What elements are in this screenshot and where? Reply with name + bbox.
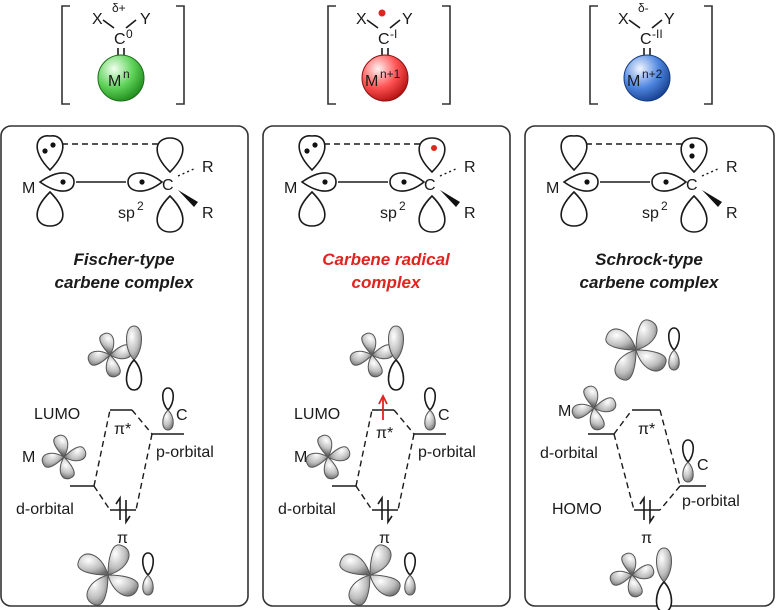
carbon-label: C (162, 177, 174, 194)
panel-radical (262, 125, 511, 607)
metal-sphere-red (361, 54, 409, 102)
metal-m-label: M (294, 449, 307, 466)
hybrid-sup: 2 (661, 199, 668, 213)
metal-label: M (627, 73, 640, 90)
radical-structure: X Y C -I M n+1 (327, 5, 451, 105)
metal-sphere-green (97, 54, 145, 102)
bonding-diagram-schrock: M C R R sp 2 (546, 135, 738, 233)
metal-m-label: M (558, 403, 571, 420)
radical-electron-dot (378, 9, 386, 17)
substituent-y: Y (664, 11, 675, 28)
substituent-x: X (356, 11, 367, 28)
hybrid-sup: 2 (399, 199, 406, 213)
metal-sphere-blue (623, 54, 671, 102)
carbon-label: C (424, 177, 436, 194)
fischer-structure: X Y δ+ C 0 M n (61, 1, 185, 105)
d-orbital-label: d-orbital (278, 501, 336, 518)
carbon-label: C (686, 177, 698, 194)
pi-label: π (379, 530, 390, 547)
oxidation-state: -II (652, 27, 663, 41)
partial-charge: δ+ (112, 1, 126, 15)
r-group-2: R (202, 205, 214, 222)
title-schrock-line2: carbene complex (580, 273, 720, 292)
lumo-label: LUMO (34, 406, 80, 423)
d-orbital-label: d-orbital (16, 501, 74, 518)
metal-oxidation: n (123, 67, 130, 81)
d-orbital-label: d-orbital (540, 445, 598, 462)
pi-label: π (117, 530, 128, 547)
partial-charge: δ- (638, 1, 649, 15)
pi-star-label: π* (638, 421, 655, 438)
metal-label: M (108, 73, 121, 90)
r-group-1: R (726, 159, 738, 176)
metal-label: M (365, 73, 378, 90)
oxidation-state: 0 (126, 27, 133, 41)
p-orbital-label: p-orbital (418, 444, 476, 461)
title-radical-line1: Carbene radical (322, 250, 451, 269)
hybrid-label: sp (118, 205, 135, 222)
metal-oxidation: n+1 (380, 67, 401, 81)
substituent-x: X (618, 11, 629, 28)
r-group-1: R (202, 159, 214, 176)
panel-fischer (0, 125, 249, 607)
mo-diagram-schrock: M π* d-orbital C p-orbital HOMO π (540, 319, 740, 610)
metal-label: M (22, 180, 35, 197)
lumo-label: LUMO (294, 406, 340, 423)
metal-m-label: M (22, 449, 35, 466)
hybrid-sup: 2 (137, 199, 144, 213)
metal-oxidation: n+2 (642, 67, 663, 81)
title-schrock-line1: Schrock-type (595, 250, 703, 269)
substituent-y: Y (402, 11, 413, 28)
hybrid-label: sp (380, 205, 397, 222)
p-orbital-label: p-orbital (682, 493, 740, 510)
carbon-c-label: C (176, 407, 188, 424)
title-radical-line2: complex (352, 273, 423, 292)
oxidation-state: -I (390, 27, 397, 41)
carbon-c-label: C (438, 407, 450, 424)
bonding-diagram-radical: M C R R sp 2 (284, 135, 476, 233)
mo-diagram-radical: LUMO π* C p-orbital M d-orbital π (278, 325, 476, 606)
carbon-c-label: C (697, 457, 709, 474)
r-group-2: R (726, 205, 738, 222)
substituent-x: X (92, 11, 103, 28)
carbon-label: C (640, 31, 652, 48)
mo-diagram-fischer: LUMO π* C p-orbital M d-orbital π (16, 325, 214, 606)
hybrid-label: sp (642, 205, 659, 222)
p-orbital-label: p-orbital (156, 444, 214, 461)
bonding-diagram-fischer: M C R R sp 2 (22, 135, 214, 233)
carbon-label: C (114, 31, 126, 48)
r-group-1: R (464, 159, 476, 176)
homo-label: HOMO (552, 501, 602, 518)
title-fischer-line2: carbene complex (55, 273, 195, 292)
substituent-y: Y (140, 11, 151, 28)
pi-star-label: π* (376, 425, 393, 442)
carbon-label: C (378, 31, 390, 48)
r-group-2: R (464, 205, 476, 222)
metal-label: M (284, 180, 297, 197)
pi-label: π (641, 530, 652, 547)
pi-star-label: π* (114, 421, 131, 438)
metal-label: M (546, 180, 559, 197)
schrock-structure: X Y δ- C -II M n+2 (589, 1, 713, 105)
title-fischer-line1: Fischer-type (73, 250, 174, 269)
